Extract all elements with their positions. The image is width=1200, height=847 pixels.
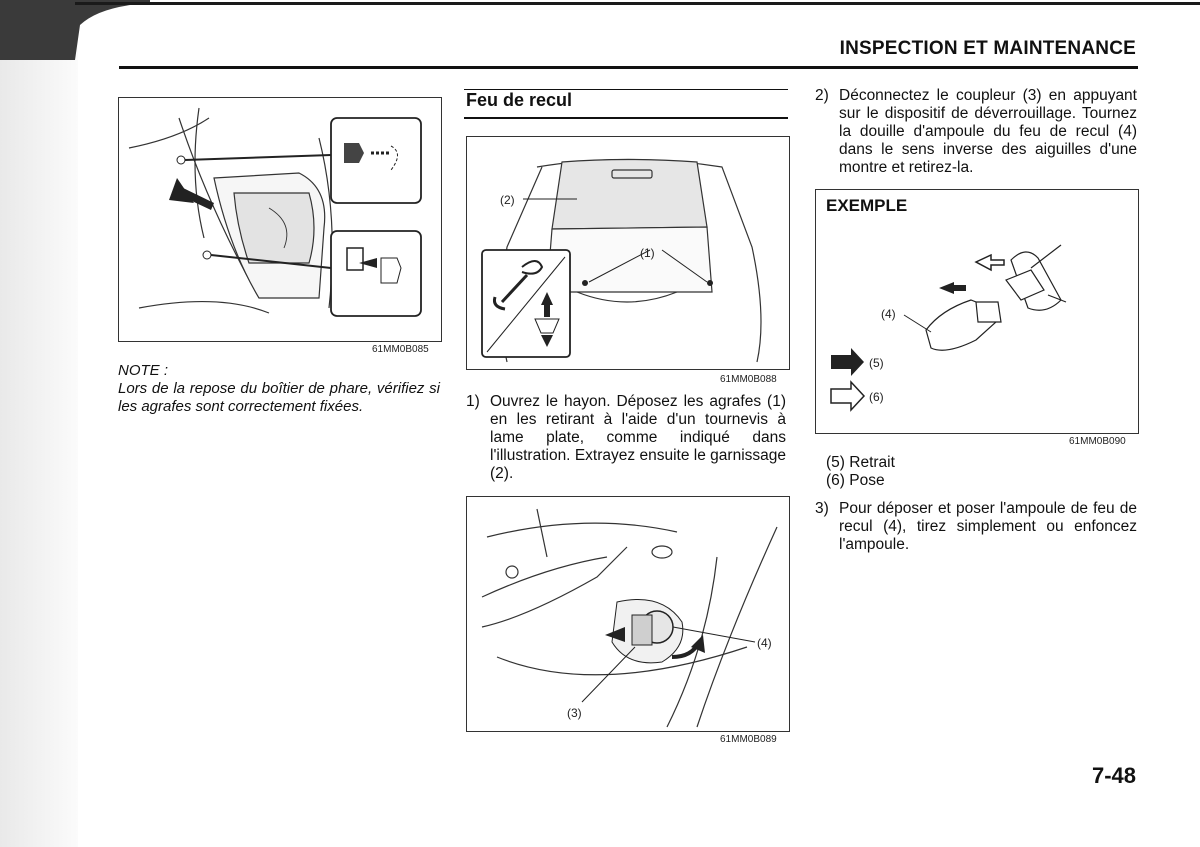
callout-4-socket: (4) [757, 636, 772, 650]
note-text: Lors de la repose du boîtier de phare, v… [118, 380, 440, 415]
example-box: EXEMPLE (4) (5) (6) [815, 189, 1139, 434]
step-3-text: Pour déposer et poser l'ampoule de feu d… [839, 500, 1137, 553]
section-title: Feu de recul [466, 90, 573, 110]
legend-pose: (6) Pose [826, 472, 885, 489]
step-1: 1) Ouvrez le hayon. Déposez les agrafes … [466, 393, 788, 488]
step-1-number: 1) [466, 393, 480, 410]
step-3-number: 3) [815, 500, 829, 517]
figure-code-085: 61MM0B085 [372, 344, 429, 355]
headlamp-clip-figure [118, 97, 442, 342]
example-title: EXEMPLE [826, 196, 908, 215]
step-2: 2) Déconnectez le coupleur (3) en appuya… [815, 87, 1137, 182]
step-3: 3) Pour déposer et poser l'ampoule de fe… [815, 500, 1137, 560]
page-number: 7-48 [1091, 763, 1136, 788]
page-left-shadow [0, 0, 78, 847]
page-header-title: INSPECTION ET MAINTENANCE [839, 38, 1136, 59]
figure-code-090: 61MM0B090 [1069, 436, 1126, 447]
figure-code-088: 61MM0B088 [720, 374, 777, 385]
note-title: NOTE : [118, 362, 169, 379]
callout-6: (6) [869, 390, 884, 404]
section-rule-bottom [464, 117, 788, 119]
step-2-text: Déconnectez le coupleur (3) en appuyant … [839, 87, 1137, 176]
page-corner-shadow [0, 0, 150, 60]
callout-3: (3) [567, 706, 582, 720]
callout-5: (5) [869, 356, 884, 370]
legend-retrait: (5) Retrait [826, 454, 895, 471]
callout-2: (2) [500, 193, 515, 207]
step-2-number: 2) [815, 87, 829, 104]
header-rule [119, 66, 1138, 69]
section-rule-top [464, 89, 788, 90]
top-border [75, 2, 1200, 5]
callout-4-bulb: (4) [881, 307, 896, 321]
callout-1: (1) [640, 246, 655, 260]
figure-code-089: 61MM0B089 [720, 734, 777, 745]
tailgate-trim-figure: (1) (2) [466, 136, 790, 370]
step-1-text: Ouvrez le hayon. Déposez les agrafes (1)… [490, 393, 786, 482]
bulb-socket-figure: (4) (3) [466, 496, 790, 732]
